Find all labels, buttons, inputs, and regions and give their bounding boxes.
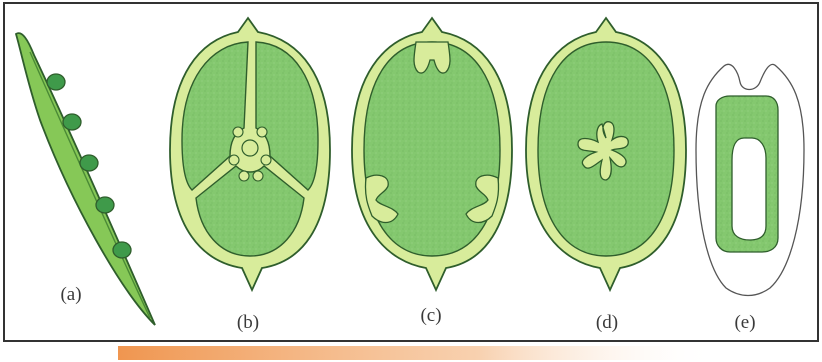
- seed: [47, 74, 65, 90]
- seed: [96, 197, 114, 213]
- label-c: (c): [411, 305, 451, 327]
- seed: [63, 114, 81, 130]
- label-e: (e): [725, 312, 765, 334]
- label-a: (a): [51, 284, 91, 306]
- seed: [113, 242, 131, 258]
- label-b: (b): [228, 312, 268, 334]
- bottom-accent-bar: [118, 346, 718, 360]
- label-d: (d): [587, 312, 627, 334]
- ovary-basal: [696, 64, 804, 295]
- seed: [80, 155, 98, 171]
